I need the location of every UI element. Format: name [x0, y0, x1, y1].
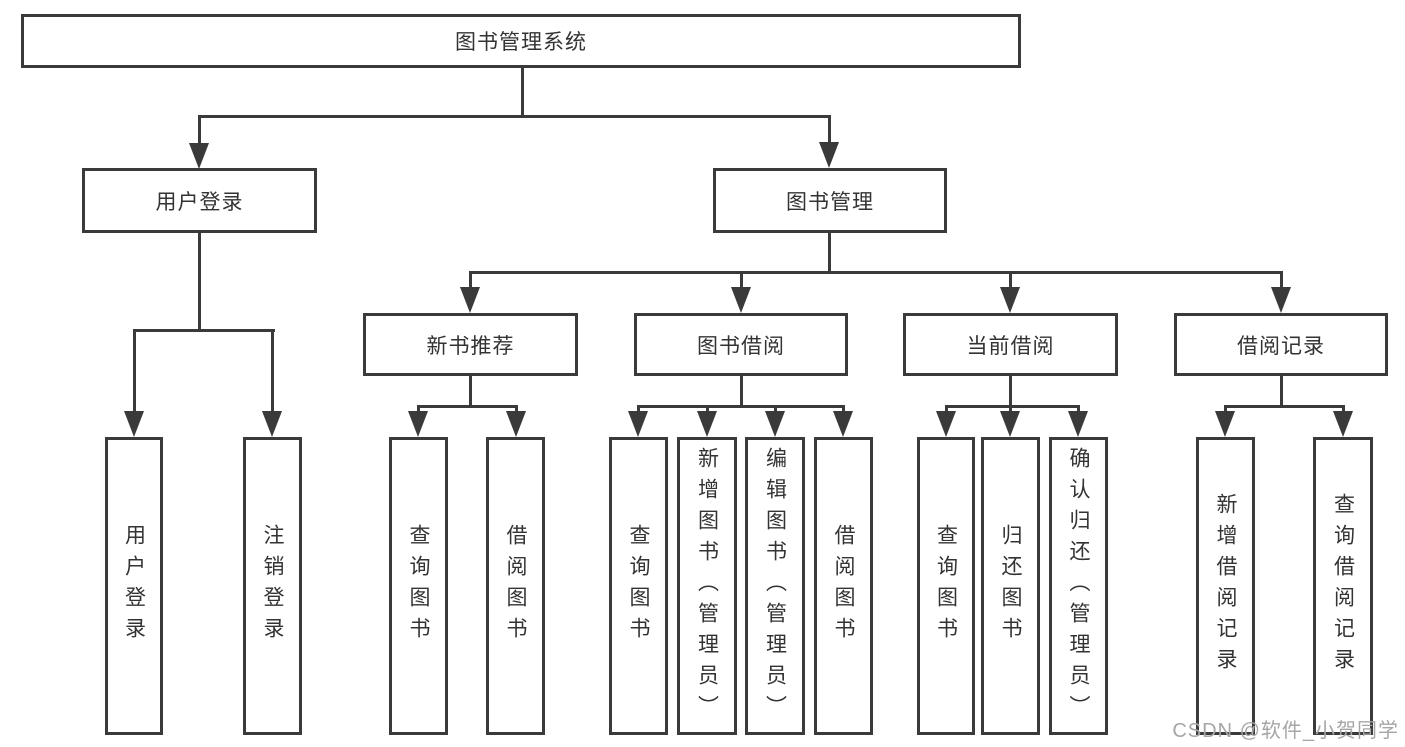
- leaf-label: 归还图书: [999, 524, 1022, 648]
- connector-arrow-down: [124, 411, 144, 437]
- connector-line: [521, 66, 524, 118]
- leaf-label: 查询图书: [407, 524, 430, 648]
- connector-line: [417, 405, 518, 408]
- connector-arrow-down: [1333, 411, 1353, 437]
- connector-line: [469, 271, 472, 289]
- connector-line: [842, 405, 845, 415]
- connector-line: [1009, 271, 1012, 289]
- connector-line: [1280, 373, 1283, 408]
- leaf-user-login: 用户登录: [105, 437, 163, 735]
- connector-line: [1224, 405, 1227, 415]
- connector-line: [133, 329, 275, 332]
- connector-line: [198, 115, 831, 118]
- node-label: 当前借阅: [966, 334, 1055, 358]
- leaf-label: 编辑图书（管理员）: [763, 446, 787, 726]
- node-new-book-recommendation: 新书推荐: [363, 313, 578, 376]
- connector-arrow-down: [936, 411, 956, 437]
- connector-line: [740, 373, 743, 408]
- node-book-management: 图书管理: [713, 168, 947, 233]
- connector-line: [945, 405, 1080, 408]
- connector-arrow-down: [1215, 411, 1235, 437]
- leaf-label: 注销登录: [261, 524, 284, 648]
- connector-line: [1342, 405, 1345, 415]
- node-label: 图书借阅: [697, 334, 785, 358]
- node-label: 借阅记录: [1237, 334, 1325, 358]
- connector-arrow-down: [765, 411, 785, 437]
- connector-line: [1009, 373, 1012, 408]
- leaf-label: 借阅图书: [832, 524, 855, 648]
- node-current-borrowing: 当前借阅: [903, 313, 1118, 376]
- leaf-label: 确认归还（管理员）: [1067, 446, 1090, 726]
- connector-arrow-down: [731, 287, 751, 313]
- connector-arrow-down: [697, 411, 717, 437]
- watermark-text: CSDN @软件_小贺同学: [1172, 720, 1399, 742]
- connector-arrow-down: [1000, 411, 1020, 437]
- connector-arrow-down: [408, 411, 428, 437]
- connector-line: [469, 373, 472, 408]
- node-library-system-root: 图书管理系统: [21, 14, 1021, 68]
- connector-arrow-down: [819, 142, 839, 168]
- connector-line: [515, 405, 518, 415]
- leaf-label: 新增图书（管理员）: [695, 446, 719, 726]
- connector-line: [271, 329, 274, 413]
- connector-line: [1009, 405, 1012, 415]
- leaf-add-books-admin: 新增图书（管理员）: [677, 437, 737, 735]
- leaf-logout: 注销登录: [243, 437, 302, 735]
- connector-arrow-down: [833, 411, 853, 437]
- connector-line: [469, 271, 1283, 274]
- leaf-borrow-books-borrowing: 借阅图书: [814, 437, 873, 735]
- node-label: 用户登录: [155, 190, 244, 214]
- connector-line: [706, 405, 709, 415]
- connector-line: [198, 230, 201, 332]
- leaf-edit-books-admin: 编辑图书（管理员）: [745, 437, 805, 735]
- connector-arrow-down: [628, 411, 648, 437]
- connector-line: [133, 329, 136, 413]
- leaf-label: 新增借阅记录: [1214, 493, 1237, 679]
- node-label: 图书管理系统: [455, 31, 587, 54]
- connector-line: [417, 405, 420, 415]
- node-borrowing-records: 借阅记录: [1174, 313, 1388, 376]
- leaf-query-books-borrowing: 查询图书: [609, 437, 668, 735]
- leaf-return-books: 归还图书: [981, 437, 1040, 735]
- connector-line: [740, 271, 743, 289]
- connector-line: [828, 115, 831, 144]
- connector-line: [637, 405, 845, 408]
- leaf-add-borrow-record: 新增借阅记录: [1196, 437, 1255, 735]
- leaf-confirm-return-admin: 确认归还（管理员）: [1049, 437, 1108, 735]
- connector-arrow-down: [1271, 287, 1291, 313]
- leaf-borrow-books-recommend: 借阅图书: [486, 437, 545, 735]
- connector-arrow-down: [1068, 411, 1088, 437]
- connector-line: [774, 405, 777, 415]
- connector-arrow-down: [1000, 287, 1020, 313]
- node-user-login: 用户登录: [82, 168, 317, 233]
- leaf-query-books-recommend: 查询图书: [389, 437, 448, 735]
- connector-line: [945, 405, 948, 415]
- connector-line: [1224, 405, 1345, 408]
- connector-line: [637, 405, 640, 415]
- connector-line: [1280, 271, 1283, 289]
- node-label: 新书推荐: [426, 334, 515, 358]
- leaf-label: 查询图书: [934, 524, 958, 648]
- connector-line: [828, 230, 831, 274]
- leaf-label: 查询图书: [627, 524, 650, 648]
- connector-arrow-down: [460, 287, 480, 313]
- connector-line: [198, 115, 201, 145]
- leaf-query-books-current: 查询图书: [917, 437, 975, 735]
- connector-arrow-down: [506, 411, 526, 437]
- connector-arrow-down: [262, 411, 282, 437]
- node-label: 图书管理: [786, 190, 874, 214]
- leaf-label: 用户登录: [122, 524, 146, 648]
- leaf-label: 查询借阅记录: [1331, 493, 1355, 679]
- connector-arrow-down: [189, 143, 209, 169]
- leaf-label: 借阅图书: [504, 524, 527, 648]
- node-book-borrowing: 图书借阅: [634, 313, 848, 376]
- connector-line: [1077, 405, 1080, 415]
- leaf-query-borrow-record: 查询借阅记录: [1313, 437, 1373, 735]
